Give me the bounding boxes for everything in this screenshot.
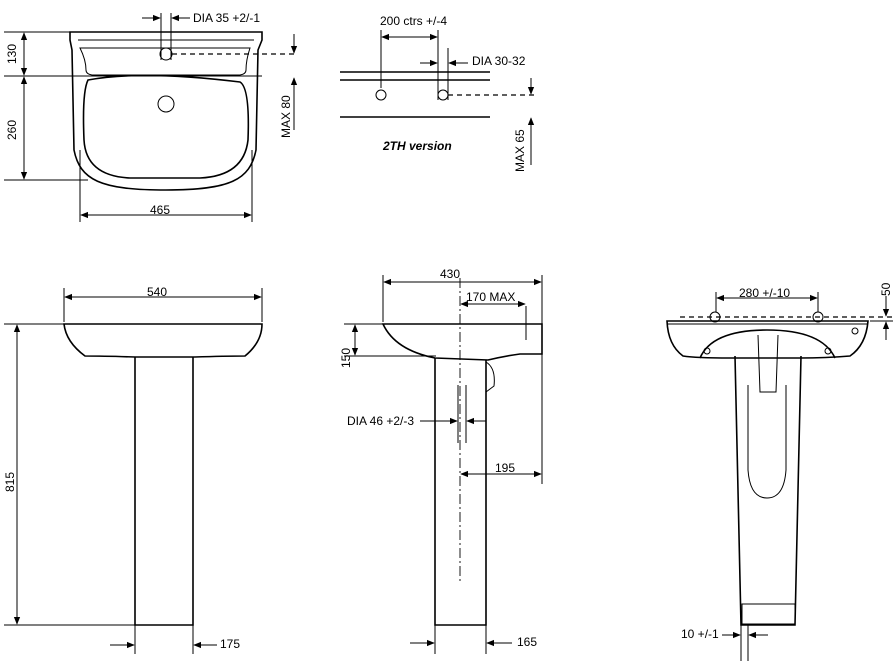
top-depth-label: 130 [5,44,19,64]
dim-50-label: 50 [879,282,893,296]
bowl-h-150-label: 150 [339,348,353,368]
pedestal-175-label: 175 [220,637,240,651]
side-depth-430-label: 430 [440,267,460,281]
plan-view: DIA 35 +2/-1 130 260 MAX 80 465 [4,11,298,222]
height-815-label: 815 [3,472,17,492]
two-tap-version-detail: 200 ctrs +/-4 DIA 30-32 MAX 65 2TH versi… [340,14,538,172]
front-width-label: 540 [147,285,167,299]
max-170-label: 170 MAX [466,290,515,304]
dim-195-label: 195 [495,461,515,475]
dim-10-label: 10 +/-1 [681,627,719,641]
tap-dia-2th-label: DIA 30-32 [472,54,526,68]
rear-elevation: 280 +/-10 50 10 +/-1 [666,282,893,661]
side-elevation: 430 170 MAX 150 DIA 46 +2/-3 195 165 [339,267,543,654]
fix-ctrs-label: 280 +/-10 [739,286,790,300]
version-label: 2TH version [382,139,452,153]
two-tap-ctrs-label: 200 ctrs +/-4 [380,14,447,28]
dim-165-label: 165 [517,635,537,649]
front-elevation: 815 540 175 [3,285,263,654]
top-width-label: 465 [150,203,170,217]
bowl-depth-label: 260 [5,120,19,140]
waste-dia-label: DIA 46 +2/-3 [347,414,414,428]
max-80-label: MAX 80 [279,95,293,138]
tap-hole-dia-label: DIA 35 +2/-1 [193,11,260,25]
max-65-label: MAX 65 [513,129,527,172]
